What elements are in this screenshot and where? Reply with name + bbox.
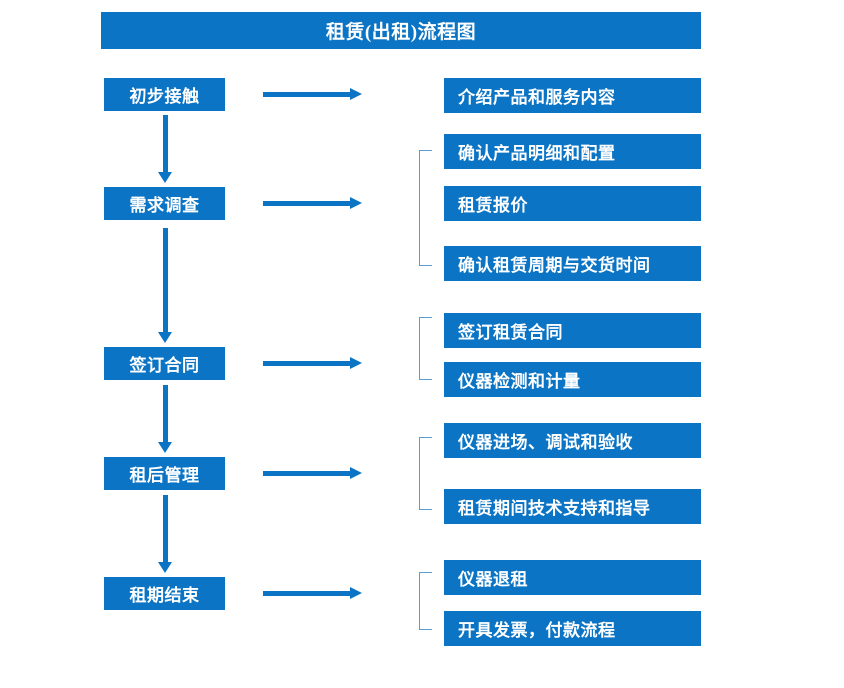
stage-box-4[interactable]: 租后管理 [104, 457, 225, 490]
vertical-arrow-4 [158, 495, 172, 573]
vertical-arrow-3 [158, 385, 172, 453]
detail-box-9[interactable]: 仪器退租 [444, 560, 701, 595]
detail-box-5[interactable]: 签订租赁合同 [444, 313, 701, 348]
vertical-arrow-1 [158, 115, 172, 183]
stage-box-1[interactable]: 初步接触 [104, 78, 225, 111]
stage-box-3[interactable]: 签订合同 [104, 347, 225, 380]
detail-box-7[interactable]: 仪器进场、调试和验收 [444, 423, 701, 458]
vertical-arrow-2 [158, 228, 172, 343]
horizontal-arrow-5 [263, 587, 362, 599]
group-bracket-4 [419, 437, 432, 510]
detail-box-6[interactable]: 仪器检测和计量 [444, 362, 701, 397]
group-bracket-2 [419, 150, 432, 266]
detail-box-10[interactable]: 开具发票，付款流程 [444, 611, 701, 646]
stage-box-2[interactable]: 需求调查 [104, 187, 225, 220]
detail-box-3[interactable]: 租赁报价 [444, 186, 701, 221]
detail-box-2[interactable]: 确认产品明细和配置 [444, 134, 701, 169]
horizontal-arrow-1 [263, 88, 362, 100]
stage-box-5[interactable]: 租期结束 [104, 577, 225, 610]
group-bracket-3 [419, 317, 432, 380]
group-bracket-5 [419, 572, 432, 630]
horizontal-arrow-3 [263, 357, 362, 369]
detail-box-4[interactable]: 确认租赁周期与交货时间 [444, 246, 701, 281]
horizontal-arrow-2 [263, 197, 362, 209]
detail-box-8[interactable]: 租赁期间技术支持和指导 [444, 489, 701, 524]
page-title: 租赁(出租)流程图 [101, 12, 701, 49]
horizontal-arrow-4 [263, 467, 362, 479]
detail-box-1[interactable]: 介绍产品和服务内容 [444, 78, 701, 113]
